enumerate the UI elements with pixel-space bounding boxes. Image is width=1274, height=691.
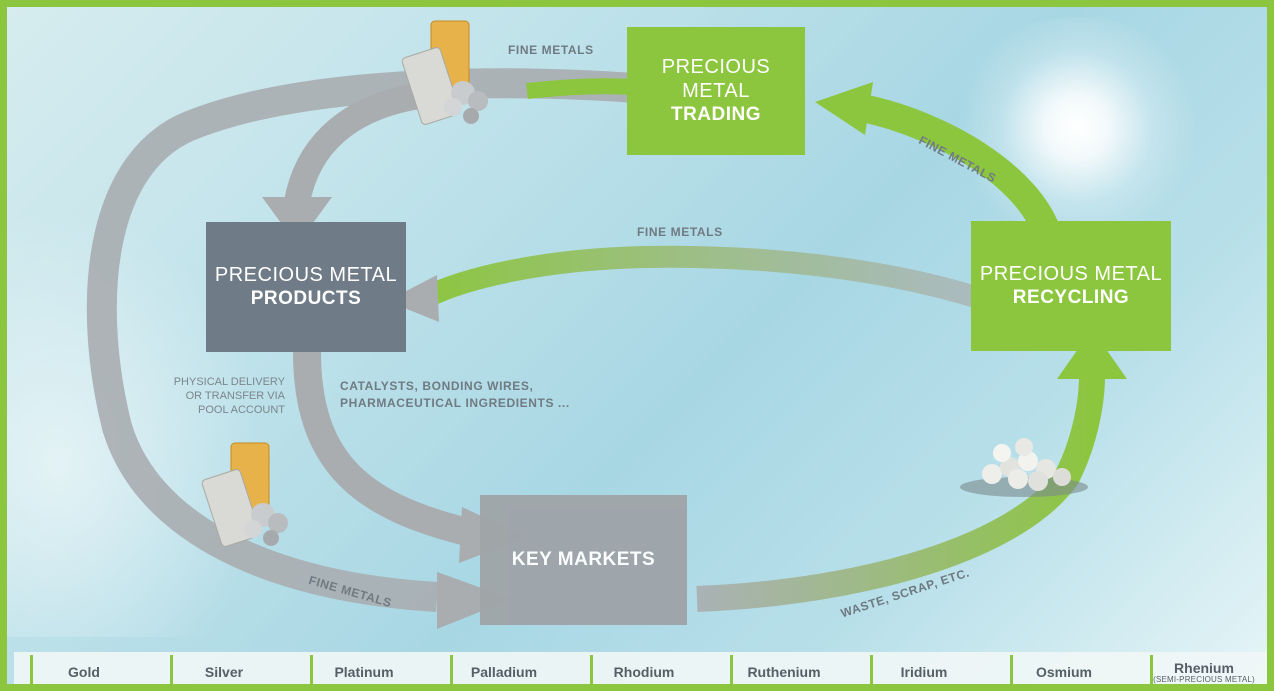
metal-name: Iridium bbox=[900, 663, 948, 680]
metal-cell-platinum: Platinum bbox=[294, 652, 434, 684]
markets-to-recycling-arrow bbox=[696, 376, 1105, 612]
products-box-line2: PRODUCTS bbox=[250, 288, 362, 309]
products-to-markets-arrow bbox=[293, 351, 471, 546]
metal-bars-icon-bottom bbox=[201, 442, 288, 547]
recycling-to-trading-arrowhead bbox=[815, 82, 873, 135]
label-catalysts-line2: PHARMACEUTICAL INGREDIENTS ... bbox=[340, 396, 570, 410]
recycling-box-line1: PRECIOUS METAL bbox=[979, 263, 1163, 285]
metal-name: Rhenium bbox=[1174, 659, 1234, 676]
key-markets-box: KEY MARKETS bbox=[480, 495, 687, 625]
metal-name: Gold bbox=[68, 663, 100, 680]
metal-name: Platinum bbox=[334, 663, 394, 680]
label-fine-metals-top: FINE METALS bbox=[508, 43, 594, 57]
catalyst-pellets-icon bbox=[960, 438, 1088, 497]
metal-cell-rhodium: Rhodium bbox=[574, 652, 714, 684]
metal-cell-palladium: Palladium bbox=[434, 652, 574, 684]
metal-name: Palladium bbox=[470, 663, 538, 680]
metal-cell-osmium: Osmium bbox=[994, 652, 1134, 684]
metal-cell-ruthenium: Ruthenium bbox=[714, 652, 854, 684]
metal-name: Silver bbox=[204, 663, 244, 680]
markets-to-recycling-arrowhead bbox=[1057, 329, 1127, 379]
trading-box-line1: PRECIOUS METAL bbox=[661, 56, 771, 102]
metal-bars-icon bbox=[401, 20, 488, 125]
to-products-arrowhead bbox=[262, 197, 332, 245]
trading-box: PRECIOUS METAL TRADING bbox=[627, 27, 805, 155]
metal-name: Osmium bbox=[1035, 663, 1092, 680]
key-markets-box-label: KEY MARKETS bbox=[511, 549, 656, 570]
recycling-to-trading-arrow bbox=[863, 95, 1061, 238]
products-box-line1: PRECIOUS METAL bbox=[214, 264, 398, 286]
recycling-to-products-arrowhead bbox=[387, 275, 439, 322]
left-outer-loop-arrowhead bbox=[437, 572, 512, 629]
label-catalysts-line1: CATALYSTS, BONDING WIRES, bbox=[340, 379, 534, 393]
label-physical-delivery: PHYSICAL DELIVERY OR TRANSFER VIA POOL A… bbox=[159, 375, 285, 417]
sun-glow bbox=[947, 17, 1207, 237]
metal-cell-iridium: Iridium bbox=[854, 652, 994, 684]
metal-name: Rhodium bbox=[613, 663, 675, 680]
recycling-box: PRECIOUS METAL RECYCLING bbox=[971, 221, 1171, 351]
metals-bar: Gold Silver Platinum Palladium Rhodium R… bbox=[14, 652, 1267, 684]
recycling-to-products-arrow bbox=[422, 245, 986, 310]
metal-name: Ruthenium bbox=[747, 663, 821, 680]
label-physical-line1: PHYSICAL DELIVERY bbox=[173, 376, 285, 388]
trading-to-bars-arrow bbox=[526, 78, 636, 99]
label-physical-line2: OR TRANSFER VIA bbox=[185, 390, 285, 402]
recycling-box-line2: RECYCLING bbox=[1012, 287, 1130, 308]
products-box: PRECIOUS METAL PRODUCTS bbox=[206, 222, 406, 352]
label-fine-metals-mid: FINE METALS bbox=[637, 225, 723, 239]
metal-cell-rhenium: Rhenium (SEMI-PRECIOUS METAL) bbox=[1134, 652, 1267, 684]
metal-cell-gold: Gold bbox=[14, 652, 154, 684]
to-products-arrow bbox=[284, 82, 429, 205]
trading-box-line2: TRADING bbox=[670, 104, 762, 125]
metal-note: (SEMI-PRECIOUS METAL) bbox=[1153, 674, 1255, 684]
label-physical-line3: POOL ACCOUNT bbox=[198, 404, 285, 416]
metal-cell-silver: Silver bbox=[154, 652, 294, 684]
